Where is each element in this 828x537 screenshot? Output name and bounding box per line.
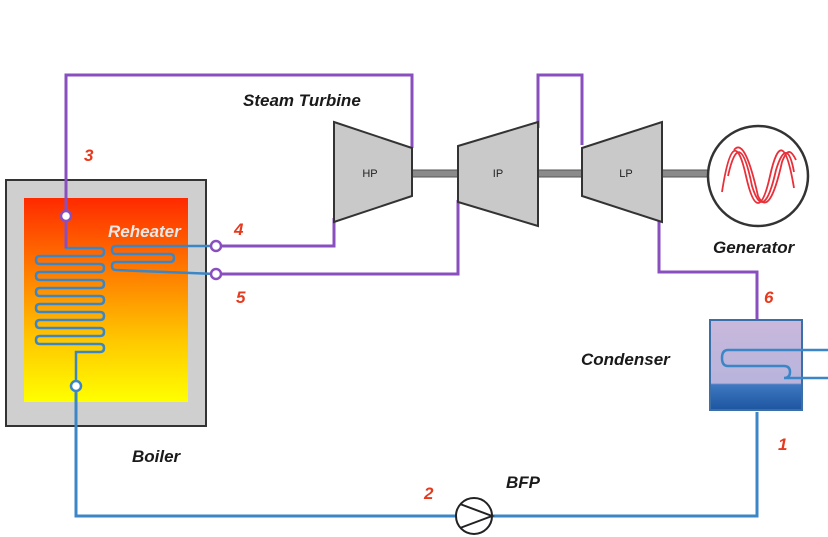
ip-label: IP — [493, 168, 503, 180]
hot-reheat-line — [216, 200, 460, 276]
lp-exhaust-line — [657, 218, 759, 320]
bfp-label: BFP — [506, 473, 541, 492]
reheater-label: Reheater — [108, 222, 182, 241]
node-point-4 — [209, 239, 223, 253]
node-feedwater-inlet — [69, 379, 83, 393]
boiler-furnace — [24, 198, 188, 402]
generator-wave-1 — [721, 149, 795, 204]
node-point-3 — [59, 209, 73, 223]
generator-label: Generator — [713, 238, 796, 257]
cold-reheat-line — [216, 218, 336, 248]
boiler-feed-pump — [455, 497, 495, 535]
state-point-5: 5 — [236, 288, 246, 307]
condenser-label: Condenser — [581, 350, 671, 369]
node-point-5 — [209, 267, 223, 281]
main-steam-line — [64, 73, 414, 216]
boiler-label: Boiler — [132, 447, 182, 466]
state-point-4: 4 — [233, 220, 244, 239]
feedwater-line — [74, 386, 456, 518]
lp-turbine — [581, 120, 663, 224]
crossover-line — [536, 73, 584, 145]
generator-wave-3 — [733, 146, 797, 204]
state-point-2: 2 — [423, 484, 434, 503]
superheater-coil — [34, 216, 106, 386]
state-point-3: 3 — [84, 146, 94, 165]
steam-turbine-label: Steam Turbine — [243, 91, 361, 110]
condenser — [709, 319, 828, 411]
condenser-cooling-coil — [720, 348, 828, 380]
generator — [706, 124, 810, 228]
hp-label: HP — [362, 168, 377, 180]
generator-body — [706, 124, 810, 228]
hp-turbine — [333, 120, 413, 224]
condensate-line — [492, 412, 759, 518]
state-point-1: 1 — [778, 435, 787, 454]
state-point-6: 6 — [764, 288, 774, 307]
ip-turbine — [457, 120, 539, 228]
lp-label: LP — [619, 168, 632, 180]
boiler — [5, 179, 207, 427]
reheater-coil — [110, 244, 217, 276]
